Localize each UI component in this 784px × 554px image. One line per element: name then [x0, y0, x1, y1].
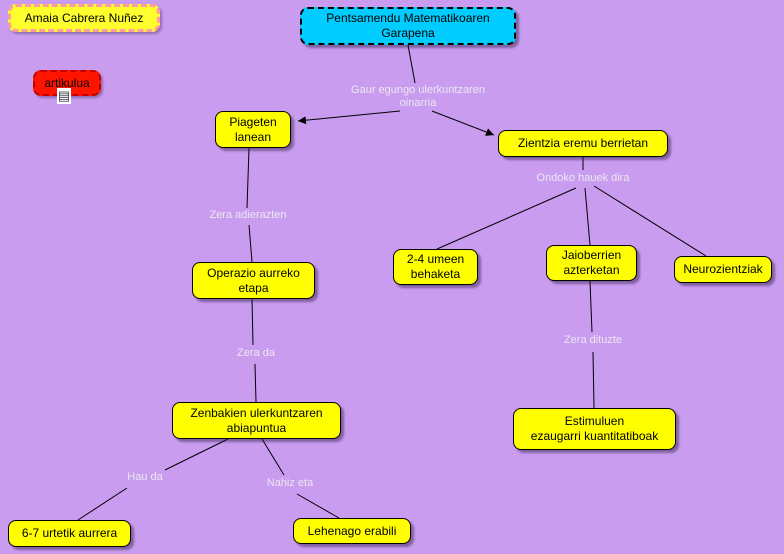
- linking-phrase-nahiz-eta: Nahiz eta: [266, 477, 314, 489]
- linking-phrase-gaur-egungo: Gaur egungo ulerkuntzaren oinarria: [351, 84, 485, 109]
- edge-ondoko-to-jaioberrien: [584, 187, 591, 246]
- concept-zenbakien-ulerkuntza[interactable]: Zenbakien ulerkuntzaren abiapuntua: [172, 402, 341, 439]
- concept-umeen-behaketa[interactable]: 2-4 umeen behaketa: [393, 249, 478, 285]
- linking-phrase-hau-da: Hau da: [127, 471, 163, 483]
- linking-phrase-ondoko: Ondoko hauek dira: [536, 172, 630, 184]
- author-label-box[interactable]: Amaia Cabrera Nuñez: [8, 4, 160, 32]
- edge-ondoko-to-umeen: [436, 187, 577, 250]
- edge-operazio-to-zerada-phrase: [251, 298, 254, 346]
- edge-hauda-to-urtetik: [77, 487, 128, 521]
- linking-phrase-zera-da: Zera da: [237, 347, 275, 359]
- document-grid-icon[interactable]: ▤: [57, 88, 71, 104]
- edge-root-to-gaur-phrase: [407, 44, 416, 84]
- linking-phrase-zera-adierazten: Zera adierazten: [209, 209, 287, 221]
- concept-piageten-lanean[interactable]: Piageten lanean: [215, 111, 291, 148]
- edge-zenbakien-to-nahiz-phrase: [261, 438, 285, 476]
- edge-gaur-to-zientzia: [431, 110, 495, 136]
- concept-operazio-aurreko[interactable]: Operazio aurreko etapa: [192, 262, 315, 299]
- concept-jaioberrien-azterketan[interactable]: Jaioberrien azterketan: [546, 245, 637, 281]
- edge-adierazten-to-operazio: [248, 224, 253, 263]
- edge-nahiz-to-lehenago: [296, 493, 340, 519]
- edge-ondoko-to-neurozientziak: [593, 185, 707, 257]
- edge-jaioberrien-to-dituzte-phrase: [589, 280, 593, 333]
- concept-neurozientziak[interactable]: Neurozientziak: [674, 256, 772, 283]
- concept-urtetik-aurrera[interactable]: 6-7 urtetik aurrera: [8, 520, 131, 547]
- linking-phrase-zera-dituzte: Zera dituzte: [563, 334, 623, 346]
- concept-zientzia-eremu[interactable]: Zientzia eremu berrietan: [498, 130, 668, 157]
- edge-zerada-to-zenbakien: [254, 363, 257, 403]
- concept-root-pentsamendu[interactable]: Pentsamendu Matematikoaren Garapena: [300, 7, 516, 45]
- concept-estimuluen-ezaugarri[interactable]: Estimuluen ezaugarri kuantitatiboak: [513, 408, 676, 450]
- edge-dituzte-to-estimuluen: [592, 351, 595, 409]
- edge-zenbakien-to-hauda-phrase: [164, 438, 229, 471]
- concept-lehenago-erabili[interactable]: Lehenago erabili: [293, 518, 411, 544]
- edge-piageten-to-adierazten-phrase: [246, 147, 250, 209]
- edge-gaur-to-piageten: [297, 110, 401, 125]
